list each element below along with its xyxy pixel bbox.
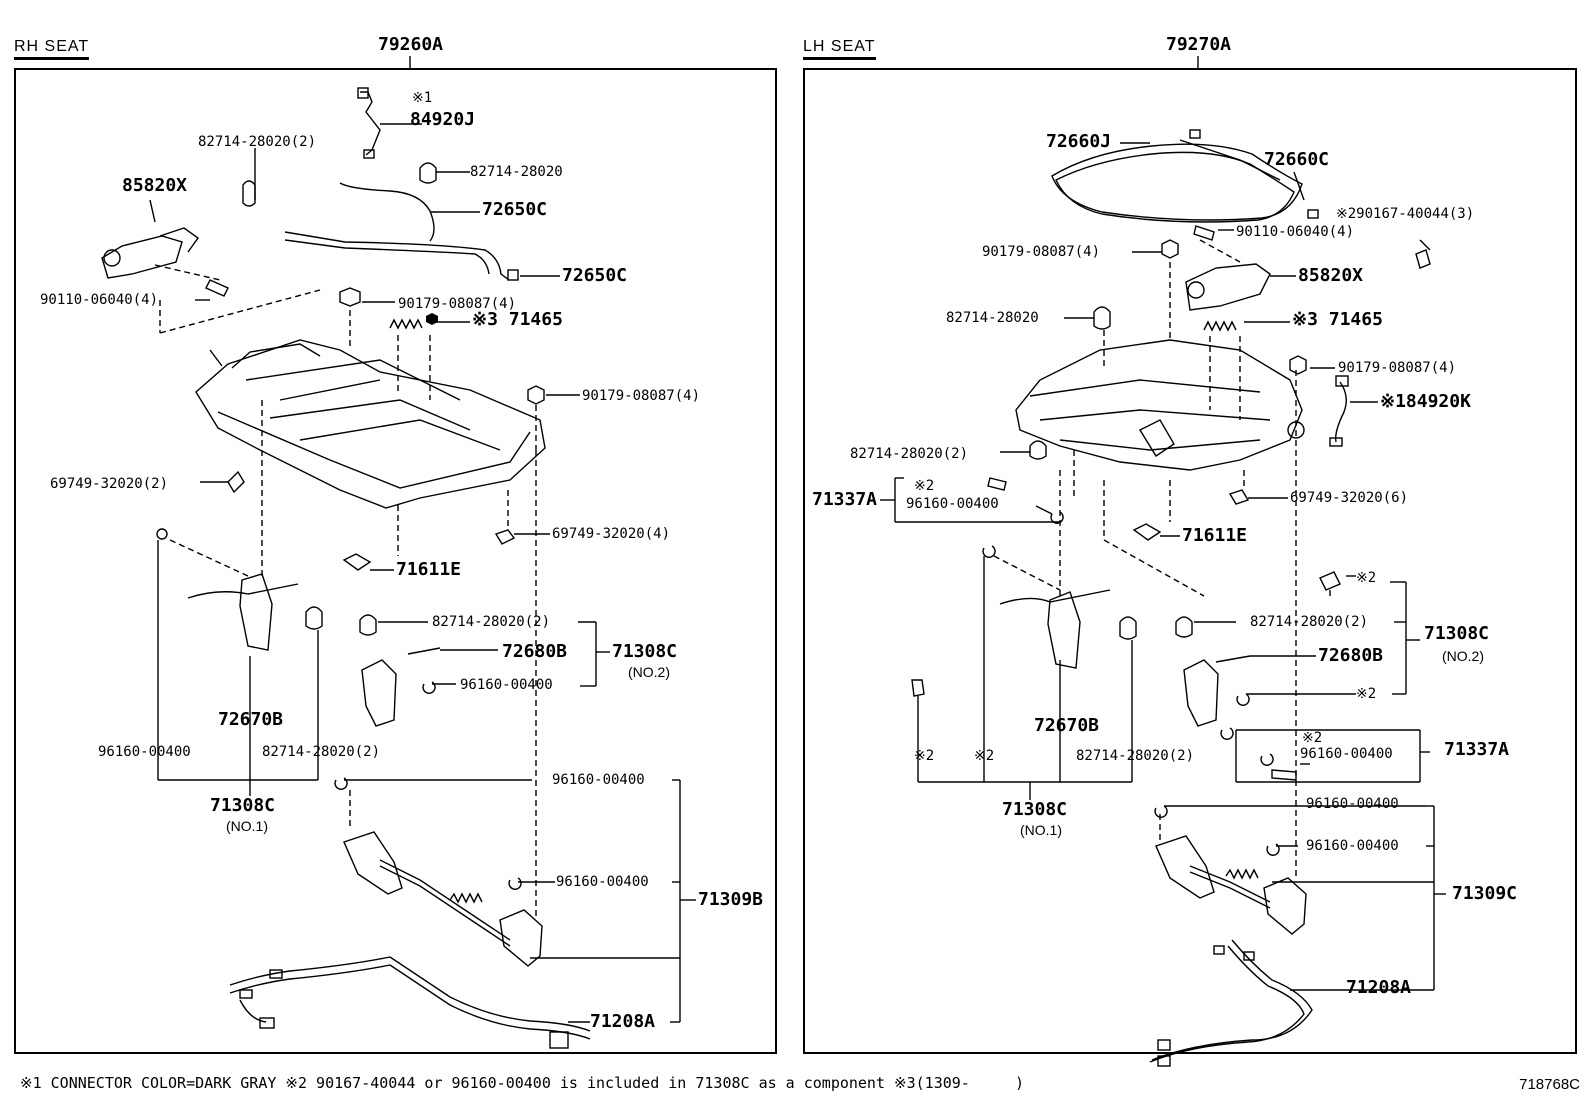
part-label-96160-00400-lh-track-top[interactable]: 96160-00400: [1306, 796, 1399, 812]
footnotes: ※1 CONNECTOR COLOR=DARK GRAY ※2 90167-40…: [20, 1074, 1024, 1092]
part-label-71611E-lh[interactable]: 71611E: [1182, 525, 1248, 546]
part-label-69749-32020-4[interactable]: 69749-32020(4): [552, 526, 671, 542]
part-label-90110-06040[interactable]: 90110-06040(4): [40, 292, 159, 308]
part-label-71308C-no2-sub: (NO.2): [628, 664, 670, 680]
part-label-71337A-lower[interactable]: 71337A: [1444, 739, 1510, 760]
part-label-72650C-lower[interactable]: 72650C: [562, 265, 628, 286]
part-label-84920K[interactable]: ※184920K: [1380, 391, 1471, 412]
part-label-96160-00400-track-mid[interactable]: 96160-00400: [556, 874, 649, 890]
part-label-84920J[interactable]: 84920J: [410, 109, 476, 130]
part-label-71208A-rh[interactable]: 71208A: [590, 1011, 656, 1032]
part-label-72650C-upper[interactable]: 72650C: [482, 199, 548, 220]
part-label-96160-00400-left[interactable]: 96160-00400: [98, 744, 191, 760]
part-label-71308C-no1-sub: (NO.1): [226, 818, 268, 834]
part-label-96160-00400-lh-group[interactable]: 96160-00400: [1300, 746, 1393, 762]
part-label-note2-left-a: ※2: [914, 748, 935, 764]
part-label-72660J[interactable]: 72660J: [1046, 131, 1112, 152]
part-label-71337A-upper[interactable]: 71337A: [812, 489, 878, 510]
part-label-82714-28020-2-lh[interactable]: 82714-28020(2): [850, 446, 969, 462]
part-label-note2-bottom-group: ※2: [1302, 730, 1323, 746]
part-label-90167-40044[interactable]: ※290167-40044(3): [1336, 206, 1475, 222]
part-label-69749-32020-2[interactable]: 69749-32020(2): [50, 476, 169, 492]
part-label-90179-08087-lh-upper[interactable]: 90179-08087(4): [982, 244, 1101, 260]
catalog-id: 718768C: [1519, 1076, 1580, 1093]
part-label-71465[interactable]: ※3 71465: [472, 309, 563, 330]
part-label-90110-06040-lh[interactable]: 90110-06040(4): [1236, 224, 1355, 240]
rh-seat-panel: [14, 68, 777, 1054]
part-label-71308C-no1[interactable]: 71308C: [210, 795, 276, 816]
part-label-82714-28020-2-lh-mid[interactable]: 82714-28020(2): [1250, 614, 1369, 630]
part-label-71611E[interactable]: 71611E: [396, 559, 462, 580]
part-label-71309B[interactable]: 71309B: [698, 889, 764, 910]
part-label-71337A-mark: ※2: [914, 478, 935, 494]
part-label-71308C-no1-lh-sub: (NO.1): [1020, 822, 1062, 838]
part-label-90179-08087-lh-right[interactable]: 90179-08087(4): [1338, 360, 1457, 376]
part-label-72680B-lh[interactable]: 72680B: [1318, 645, 1384, 666]
part-label-82714-28020-2-lh-low[interactable]: 82714-28020(2): [1076, 748, 1195, 764]
part-label-71308C-no2-lh[interactable]: 71308C: [1424, 623, 1490, 644]
part-label-71208A-lh[interactable]: 71208A: [1346, 977, 1412, 998]
rh-seat-label: RH SEAT: [14, 38, 90, 60]
part-label-90179-08087-upper[interactable]: 90179-08087(4): [398, 296, 517, 312]
part-label-72670B[interactable]: 72670B: [218, 709, 284, 730]
part-label-71309C[interactable]: 71309C: [1452, 883, 1518, 904]
lh-seat-label: LH SEAT: [803, 38, 876, 60]
part-label-82714-28020-2-low[interactable]: 82714-28020(2): [262, 744, 381, 760]
part-label-72670B-lh[interactable]: 72670B: [1034, 715, 1100, 736]
part-label-72680B[interactable]: 72680B: [502, 641, 568, 662]
part-label-82714-28020-lh[interactable]: 82714-28020: [946, 310, 1039, 326]
part-label-90179-08087-right[interactable]: 90179-08087(4): [582, 388, 701, 404]
part-label-96160-00400-lh-upper[interactable]: 96160-00400: [906, 496, 999, 512]
part-label-82714-28020[interactable]: 82714-28020: [470, 164, 563, 180]
part-label-82714-28020-2[interactable]: 82714-28020(2): [198, 134, 317, 150]
part-label-72660C[interactable]: 72660C: [1264, 149, 1330, 170]
part-label-71308C-no2-lh-sub: (NO.2): [1442, 648, 1484, 664]
part-label-85820X-lh[interactable]: 85820X: [1298, 265, 1364, 286]
lh-assembly-number[interactable]: 79270A: [1166, 34, 1232, 55]
part-label-71308C-no2[interactable]: 71308C: [612, 641, 678, 662]
part-label-69749-32020-6[interactable]: 69749-32020(6): [1290, 490, 1409, 506]
part-label-84920J-mark: ※1: [412, 90, 433, 106]
part-label-note2-left-b: ※2: [974, 748, 995, 764]
part-label-82714-28020-2-mid[interactable]: 82714-28020(2): [432, 614, 551, 630]
rh-assembly-number[interactable]: 79260A: [378, 34, 444, 55]
part-label-96160-00400-lh-track-mid[interactable]: 96160-00400: [1306, 838, 1399, 854]
part-label-note2-screw: ※2: [1356, 570, 1377, 586]
part-label-note2-ring: ※2: [1356, 686, 1377, 702]
part-label-96160-00400-mid[interactable]: 96160-00400: [460, 677, 553, 693]
part-label-85820X[interactable]: 85820X: [122, 175, 188, 196]
part-label-71308C-no1-lh[interactable]: 71308C: [1002, 799, 1068, 820]
lh-seat-panel: [803, 68, 1577, 1054]
part-label-71465-lh[interactable]: ※3 71465: [1292, 309, 1383, 330]
part-label-96160-00400-track-top[interactable]: 96160-00400: [552, 772, 645, 788]
